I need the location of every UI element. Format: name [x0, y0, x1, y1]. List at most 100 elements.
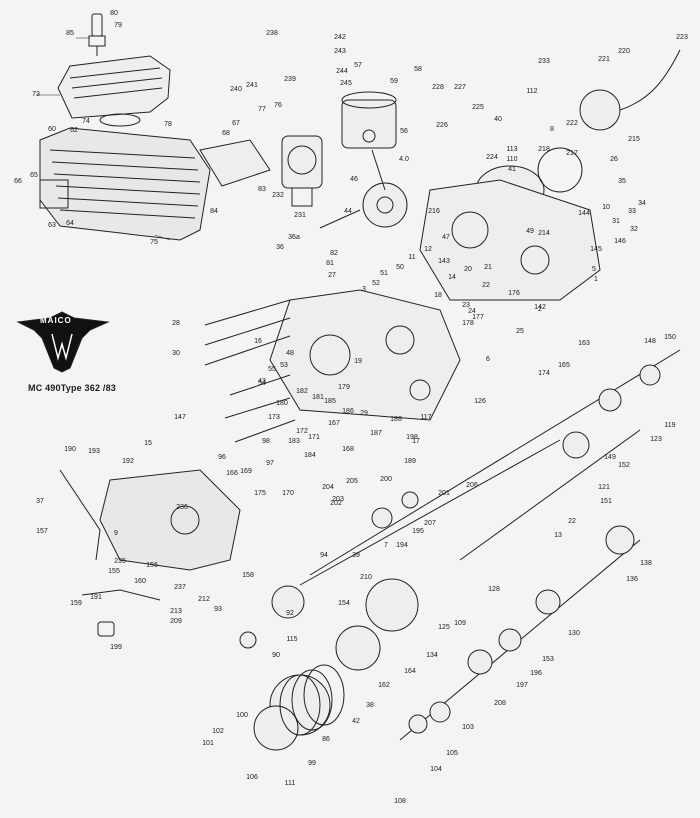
part-number-label: 25 [516, 328, 524, 335]
part-number-label: 212 [198, 596, 210, 603]
part-number-label: 217 [566, 150, 578, 157]
part-number-label: 16 [254, 338, 262, 345]
part-number-label: 163 [578, 340, 590, 347]
part-number-label: 176 [508, 290, 520, 297]
part-number-label: 145 [590, 246, 602, 253]
part-number-label: 4.0 [399, 156, 409, 163]
part-number-label: 174 [538, 370, 550, 377]
part-number-label: 213 [170, 608, 182, 615]
part-number-label: 64 [66, 220, 74, 227]
part-number-label: 152 [618, 462, 630, 469]
part-number-label: 74 [82, 118, 90, 125]
part-number-label: 171 [308, 434, 320, 441]
part-number-label: 96 [218, 454, 226, 461]
part-number-label: 117 [420, 414, 432, 421]
part-number-label: 121 [598, 484, 610, 491]
part-number-label: 158 [242, 572, 254, 579]
part-number-label: 6 [486, 356, 490, 363]
part-number-label: 142 [534, 304, 546, 311]
part-number-label: 26 [610, 156, 618, 163]
part-number-label: 50 [396, 264, 404, 271]
part-number-label: 193 [88, 448, 100, 455]
part-number-label: 65 [30, 172, 38, 179]
part-number-label: 34 [638, 200, 646, 207]
part-number-label: 59 [390, 78, 398, 85]
part-number-label: 216 [428, 208, 440, 215]
part-number-label: 101 [202, 740, 214, 747]
part-number-label: 149 [604, 454, 616, 461]
part-number-label: 18 [434, 292, 442, 299]
part-number-label: 156 [146, 562, 158, 569]
part-number-label: 105 [446, 750, 458, 757]
part-number-label: 192 [122, 458, 134, 465]
part-number-label: 173 [268, 414, 280, 421]
part-number-label: 103 [462, 724, 474, 731]
part-number-label: 200 [380, 476, 392, 483]
part-number-label: 13 [554, 532, 562, 539]
part-number-label: 53 [280, 362, 288, 369]
part-number-label: 154 [338, 600, 350, 607]
part-number-label: 233 [538, 58, 550, 65]
part-number-label: 128 [488, 586, 500, 593]
leader-lines-drawing [36, 37, 171, 241]
part-number-label: 5 [592, 266, 596, 273]
part-number-label: 143 [438, 258, 450, 265]
part-number-label: 189 [404, 458, 416, 465]
part-number-label: 126 [474, 398, 486, 405]
part-number-label: 144 [578, 210, 590, 217]
part-number-label: 38 [366, 702, 374, 709]
part-number-label: 197 [516, 682, 528, 689]
part-number-label: 94 [320, 552, 328, 559]
part-number-label: 80 [110, 10, 118, 17]
part-number-label: 146 [614, 238, 626, 245]
part-number-label: 35 [618, 178, 626, 185]
part-number-label: 160 [134, 578, 146, 585]
part-number-label: 170 [282, 490, 294, 497]
part-number-label: 90 [272, 652, 280, 659]
part-number-label: 68 [222, 130, 230, 137]
part-number-label: 33 [628, 208, 636, 215]
piston-drawing [341, 91, 397, 149]
part-number-label: 48 [286, 350, 294, 357]
part-number-label: 22 [568, 518, 576, 525]
part-number-label: 232 [272, 192, 284, 199]
part-number-label: 56 [400, 128, 408, 135]
part-number-label: 125 [438, 624, 450, 631]
part-number-label: 179 [338, 384, 350, 391]
part-number-label: 225 [472, 104, 484, 111]
part-number-label: 151 [600, 498, 612, 505]
part-number-label: 180 [276, 400, 288, 407]
part-number-label: 134 [426, 652, 438, 659]
carburetor-drawing [199, 135, 323, 207]
cylinder-head-drawing [57, 55, 171, 119]
part-number-label: 84 [210, 208, 218, 215]
part-number-label: 119 [664, 422, 676, 429]
part-number-label: 93 [214, 606, 222, 613]
part-number-label: 81 [326, 260, 334, 267]
part-number-label: 42 [352, 718, 360, 725]
part-number-label: 190 [64, 446, 76, 453]
cylinder-drawing [39, 127, 211, 241]
part-number-label: 235 [114, 558, 126, 565]
part-number-label: 214 [538, 230, 550, 237]
part-number-label: 227 [454, 84, 466, 91]
bolts-drawing [204, 299, 296, 443]
part-number-label: 226 [436, 122, 448, 129]
gears-drawing [239, 364, 661, 751]
part-number-label: 8 [550, 126, 554, 133]
part-number-label: 195 [412, 528, 424, 535]
part-number-label: 21 [484, 264, 492, 271]
part-number-label: 86 [322, 736, 330, 743]
part-number-label: 245 [340, 80, 352, 87]
part-number-label: 168 [342, 446, 354, 453]
part-number-label: 183 [288, 438, 300, 445]
part-number-label: 98 [262, 438, 270, 445]
part-number-label: 9 [114, 530, 118, 537]
part-number-label: 243 [334, 48, 346, 55]
part-number-label: 77 [258, 106, 266, 113]
right-crankcase-drawing [419, 179, 601, 301]
part-number-label: 19 [354, 358, 362, 365]
part-number-label: 27 [328, 272, 336, 279]
part-number-label: 20 [464, 266, 472, 273]
part-number-label: 60 [48, 126, 56, 133]
